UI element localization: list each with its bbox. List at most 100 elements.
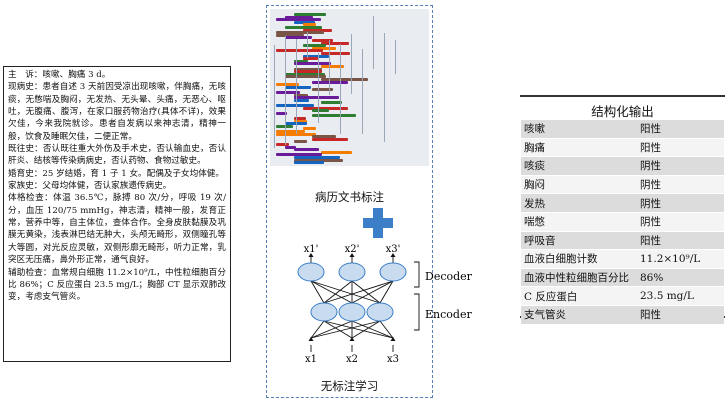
- network-edge: [323, 320, 353, 339]
- output-item-name: 胸痛: [521, 138, 637, 158]
- tree-node-mark: [303, 106, 348, 110]
- record-chief-complaint: 主 诉：咳嗽、胸痛 3 d。: [8, 70, 111, 80]
- hidden-node: [338, 302, 366, 322]
- tree-node-mark: [294, 62, 332, 66]
- bracket-marks: [414, 261, 420, 331]
- tree-connector: [329, 40, 330, 96]
- tree-node-mark: [294, 70, 322, 74]
- tree-node-mark: [303, 44, 327, 48]
- output-item-value: 阴性: [637, 212, 724, 232]
- tree-node-mark: [303, 127, 317, 131]
- tree-node-mark: [294, 59, 308, 63]
- output-item-value: 阳性: [637, 120, 724, 139]
- record-past-history: 既往史：否认既往重大外伤及手术史，否认输血史，否认肝炎、结核等传染病病史，否认药…: [8, 144, 226, 167]
- output-item-name: C 反应蛋白: [521, 286, 637, 306]
- record-auxiliary-exam: 辅助检查：血常规白细胞 11.2×10⁹/L，中性粒细胞百分比 86%；C 反应…: [8, 267, 226, 303]
- input-variable-label: x3: [387, 354, 399, 365]
- tree-connector: [384, 32, 385, 142]
- network-edge: [351, 320, 394, 339]
- output-row: 发热阴性: [521, 193, 724, 213]
- record-present-illness: 现病史：患者自述 3 天前因受凉出现咳嗽，伴胸痛，无咳痰，无憋喘及胸闷，无发热、…: [8, 82, 226, 142]
- network-edge: [351, 320, 381, 339]
- output-row: 咳嗽阳性: [521, 120, 724, 139]
- output-row: 支气管炎阳性: [521, 305, 724, 325]
- tree-node-mark: [321, 78, 369, 81]
- hidden-node: [366, 302, 394, 322]
- tree-connector: [395, 40, 396, 75]
- output-item-name: 咳痰: [521, 156, 637, 176]
- annotation-tree-image: [270, 9, 429, 166]
- tree-node-mark: [294, 98, 309, 102]
- network-edge: [351, 280, 394, 304]
- output-item-value: 11.2×10⁹/L: [637, 249, 724, 269]
- network-edge: [310, 320, 325, 339]
- tree-connector: [285, 35, 286, 145]
- tree-node-mark: [285, 145, 297, 149]
- network-edge: [310, 280, 325, 304]
- output-item-value: 阳性: [637, 305, 724, 325]
- output-item-name: 发热: [521, 193, 637, 213]
- arrow-head: [390, 337, 396, 341]
- tree-node-mark: [294, 96, 339, 100]
- tree-node-mark: [294, 140, 308, 144]
- tree-node-mark: [312, 135, 336, 139]
- tree-node-mark: [294, 158, 343, 162]
- tree-node-mark: [321, 65, 344, 68]
- record-physical-exam: 体格检查：体温 36.5℃，脉搏 80 次/分，呼吸 19 次/分，血压 120…: [8, 193, 226, 266]
- network-edge: [351, 280, 381, 304]
- tree-node-mark: [285, 75, 326, 79]
- output-item-name: 血液白细胞计数: [521, 249, 637, 269]
- output-row: 呼吸音阳性: [521, 231, 724, 251]
- tree-node-mark: [303, 54, 330, 58]
- tree-node-mark: [276, 104, 315, 107]
- network-edge: [323, 280, 353, 304]
- output-item-value: 阳性: [637, 138, 724, 158]
- output-node: [297, 262, 325, 282]
- input-variable-label: x2: [346, 354, 358, 365]
- arrow-head: [308, 337, 314, 341]
- tree-connector: [296, 39, 297, 135]
- output-item-value: 阴性: [637, 175, 724, 195]
- network-edge: [379, 280, 394, 304]
- tree-connector: [362, 49, 363, 135]
- tree-node-mark: [312, 109, 329, 113]
- tree-node-mark: [276, 130, 306, 133]
- output-row: 胸痛阳性: [521, 138, 724, 158]
- tree-node-mark: [276, 124, 293, 128]
- tree-node-mark: [294, 161, 324, 165]
- tree-node-mark: [294, 13, 327, 16]
- output-row: 胸闷阴性: [521, 175, 724, 195]
- tree-node-mark: [294, 67, 322, 71]
- tree-node-mark: [321, 101, 342, 105]
- tree-node-mark: [303, 28, 333, 32]
- network-edge: [310, 320, 353, 339]
- tree-node-mark: [312, 39, 334, 42]
- hidden-node: [310, 302, 338, 322]
- model-panel: 病历文书标注 无标注学习: [266, 5, 433, 398]
- tree-node-mark: [285, 85, 311, 89]
- output-item-value: 阳性: [637, 231, 724, 251]
- tree-node-mark: [276, 49, 324, 53]
- tree-node-mark: [294, 119, 307, 123]
- tree-node-mark: [285, 72, 325, 76]
- output-item-value: 23.5 mg/L: [637, 286, 724, 306]
- tree-node-mark: [321, 41, 349, 45]
- annotation-label: 病历文书标注: [315, 190, 384, 204]
- tree-connector: [351, 34, 352, 95]
- tree-node-mark: [294, 156, 341, 159]
- tree-node-mark: [312, 137, 348, 141]
- output-item-name: 胸闷: [521, 175, 637, 195]
- output-node: [338, 262, 366, 282]
- arrow-head: [308, 253, 314, 257]
- plus-icon: [363, 208, 393, 238]
- tree-node-mark: [312, 46, 337, 50]
- output-item-name: 支气管炎: [521, 305, 637, 325]
- output-item-value: 86%: [637, 268, 724, 288]
- network-edge: [310, 320, 381, 339]
- output-variable-label: x2': [345, 244, 360, 255]
- arrow-head: [349, 337, 355, 341]
